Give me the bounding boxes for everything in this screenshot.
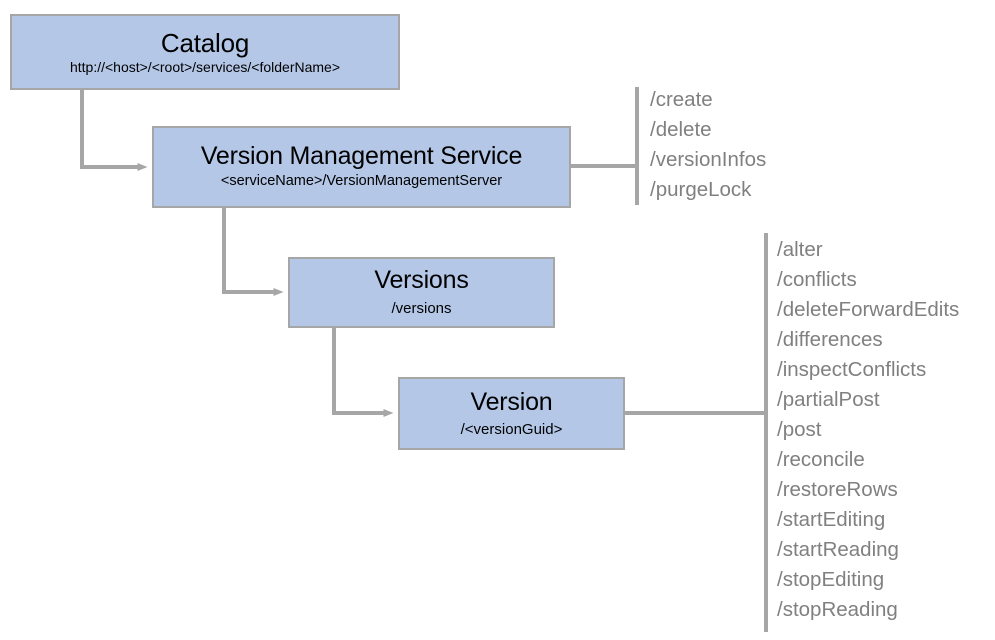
operation-item[interactable]: /inspectConflicts xyxy=(777,358,927,381)
node-version[interactable]: Version /<versionGuid> xyxy=(398,377,625,450)
operation-item[interactable]: /create xyxy=(650,88,713,111)
node-catalog-title: Catalog xyxy=(160,27,250,58)
operation-item[interactable]: /restoreRows xyxy=(777,478,898,501)
operation-list-version: /alter /conflicts /deleteForwardEdits /d… xyxy=(777,235,959,625)
node-versions-title: Versions xyxy=(374,266,469,294)
edge-catalog-to-service xyxy=(80,90,148,171)
node-versions-subtitle: /versions xyxy=(391,300,452,317)
edge-service-to-versions xyxy=(222,208,284,296)
operation-item[interactable]: /stopReading xyxy=(777,598,898,621)
node-version-management-service[interactable]: Version Management Service <serviceName>… xyxy=(152,126,571,208)
operation-item[interactable]: /delete xyxy=(650,118,712,141)
operation-item[interactable]: /stopEditing xyxy=(777,568,885,591)
operation-item[interactable]: /conflicts xyxy=(777,268,857,291)
operation-item[interactable]: /versionInfos xyxy=(650,148,767,171)
node-version-management-service-title: Version Management Service xyxy=(200,142,523,171)
node-version-title: Version xyxy=(470,387,553,416)
operation-item[interactable]: /alter xyxy=(777,238,823,261)
operation-item[interactable]: /deleteForwardEdits xyxy=(777,298,960,321)
operation-item[interactable]: /post xyxy=(777,418,822,441)
edge-versions-to-version xyxy=(332,328,394,417)
operation-item[interactable]: /reconcile xyxy=(777,448,865,471)
operation-item[interactable]: /partialPost xyxy=(777,388,880,411)
operation-list-service: /create /delete /versionInfos /purgeLock xyxy=(650,85,766,205)
node-version-management-service-subtitle: <serviceName>/VersionManagementServer xyxy=(220,173,503,190)
operation-item[interactable]: /startEditing xyxy=(777,508,886,531)
node-catalog[interactable]: Catalog http://<host>/<root>/services/<f… xyxy=(10,14,400,90)
operation-item[interactable]: /startReading xyxy=(777,538,899,561)
node-catalog-subtitle: http://<host>/<root>/services/<folderNam… xyxy=(69,58,341,75)
operation-item[interactable]: /differences xyxy=(777,328,883,351)
operation-item[interactable]: /purgeLock xyxy=(650,178,752,201)
node-versions[interactable]: Versions /versions xyxy=(288,257,555,328)
node-version-subtitle: /<versionGuid> xyxy=(460,420,563,438)
